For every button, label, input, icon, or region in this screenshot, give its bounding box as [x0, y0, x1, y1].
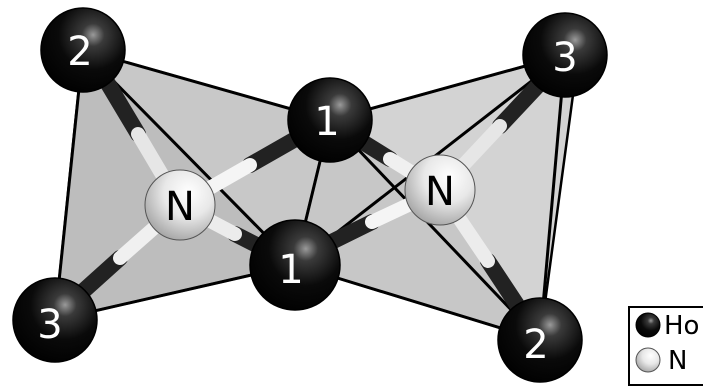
- ho-atom-1-center-top: 1: [287, 77, 373, 163]
- legend: Ho N: [628, 306, 703, 386]
- legend-n-swatch: [635, 347, 661, 373]
- legend-ho-label: Ho: [664, 311, 699, 341]
- atom-label: 3: [552, 35, 577, 81]
- ho-atom-2-top-left: 2: [40, 7, 126, 93]
- legend-ho-swatch: [635, 312, 661, 338]
- ho-atoms: 2 3 1 3 2: [12, 7, 608, 383]
- ho-atom-2-bottom-right: 2: [497, 297, 583, 383]
- atom-label: 2: [523, 322, 548, 368]
- atom-label: 2: [67, 29, 92, 75]
- n-atoms: N N: [144, 154, 476, 241]
- atom-label: N: [165, 184, 195, 230]
- atom-label: 1: [314, 99, 339, 145]
- n-atom-right: N: [404, 154, 476, 226]
- n-atom-left: N: [144, 169, 216, 241]
- ho-atom-3-top-right: 3: [522, 12, 608, 98]
- atom-label: 3: [37, 302, 62, 348]
- ho-atom-3-bottom-left: 3: [12, 277, 98, 363]
- atom-label: N: [425, 169, 455, 215]
- atom-label: 1: [278, 247, 303, 293]
- right-polyhedron-face-dark: [295, 120, 540, 340]
- ho-atom-1-center-bottom: 1: [249, 219, 341, 311]
- legend-n-label: N: [668, 346, 687, 376]
